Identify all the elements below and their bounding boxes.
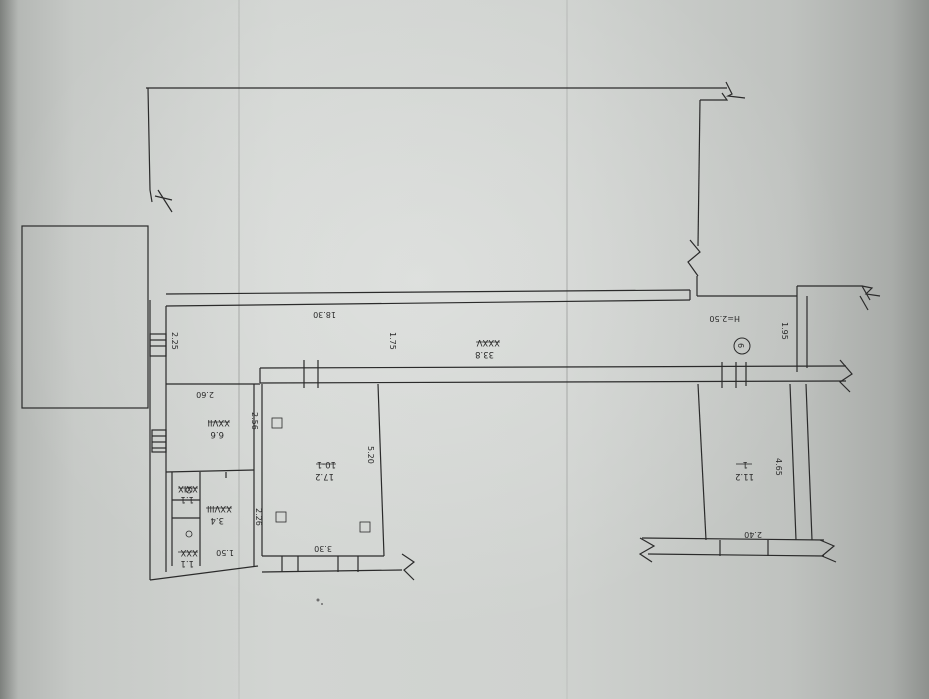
room-1-left-wall [697,383,707,541]
room-1-right-wall [789,383,797,541]
pencil-smudge [316,598,320,602]
room-xxx-area: 1.1 [180,558,194,568]
dim-room-1-length: 4.65 [774,458,783,476]
dim-room-10-1-width: 3.30 [314,544,332,553]
room-10-1-bottom-wall-outer [261,569,403,573]
corridor-bottom-wall-inner [259,380,847,384]
dim-corridor-length: 18.30 [313,310,336,319]
dim-room-1-width: 2.40 [744,530,762,539]
room-xxvii-area: 6.6 [210,429,224,439]
room-1-bottom-wall [641,537,825,541]
xxvii-bottom-wall [165,469,255,473]
room-xxviii-area: 3.4 [210,515,224,525]
passage-top-extension [797,285,871,301]
room-10-1-area: 17.2 [315,471,334,481]
radiator-marker-b [275,511,287,523]
dim-corridor-width: 1.75 [388,332,397,350]
corridor-top-wall-outer [165,289,691,295]
break-mark-bottom-left [401,553,416,581]
corridor-top-wall [165,299,691,307]
paper-fold-left [238,0,240,699]
radiator-marker-c [359,521,371,533]
room-1-right-wall-outer [805,383,813,541]
dim-passage-width: 1.95 [780,322,789,340]
dim-room-10-1-length: 5.20 [366,446,375,464]
break-mark-top-inner [700,92,729,101]
toilet-fixture [185,530,193,538]
upper-unit-left-wall [147,87,153,203]
break-mark-right [687,239,701,277]
dim-wc-width: 1.50 [216,548,234,557]
room-1-area: 11.2 [735,471,754,481]
break-mark-corridor-end [839,359,853,393]
radiator-marker-a [271,417,283,429]
upper-unit-right-wall [697,99,701,247]
sheet-marker-label: 6 [736,343,745,348]
dim-xxvii-width: 2.56 [250,412,259,430]
break-mark-bottom-right-b [819,539,837,563]
dim-xxviii-width: 2.26 [254,508,263,526]
entrance-hatch [149,333,167,357]
break-mark-top [725,81,746,99]
break-mark-passage [861,285,881,297]
dim-vestibule-width: 2.25 [170,332,179,350]
room-1-bottom-wall-outer [647,553,825,557]
dim-small-hall-length: 2.60 [196,390,214,399]
break-mark-bottom-right-a [638,537,656,563]
sheet-marker-circle [733,337,751,355]
room-10-1-right-wall [377,383,385,557]
room-xxxv-area: 33.8 [475,349,494,359]
passage-stub [859,295,869,311]
annex-outline [21,225,149,409]
corridor-bottom-wall [259,365,847,369]
break-mark-left-b [157,189,173,213]
room-xxix-area: 1.1 [180,494,194,504]
height-label: H=2.50 [709,314,740,323]
sink-fixture [185,486,193,494]
stair-hatch [151,429,167,453]
bottom-left-wall [149,565,259,581]
paper-fold-right [566,0,568,699]
